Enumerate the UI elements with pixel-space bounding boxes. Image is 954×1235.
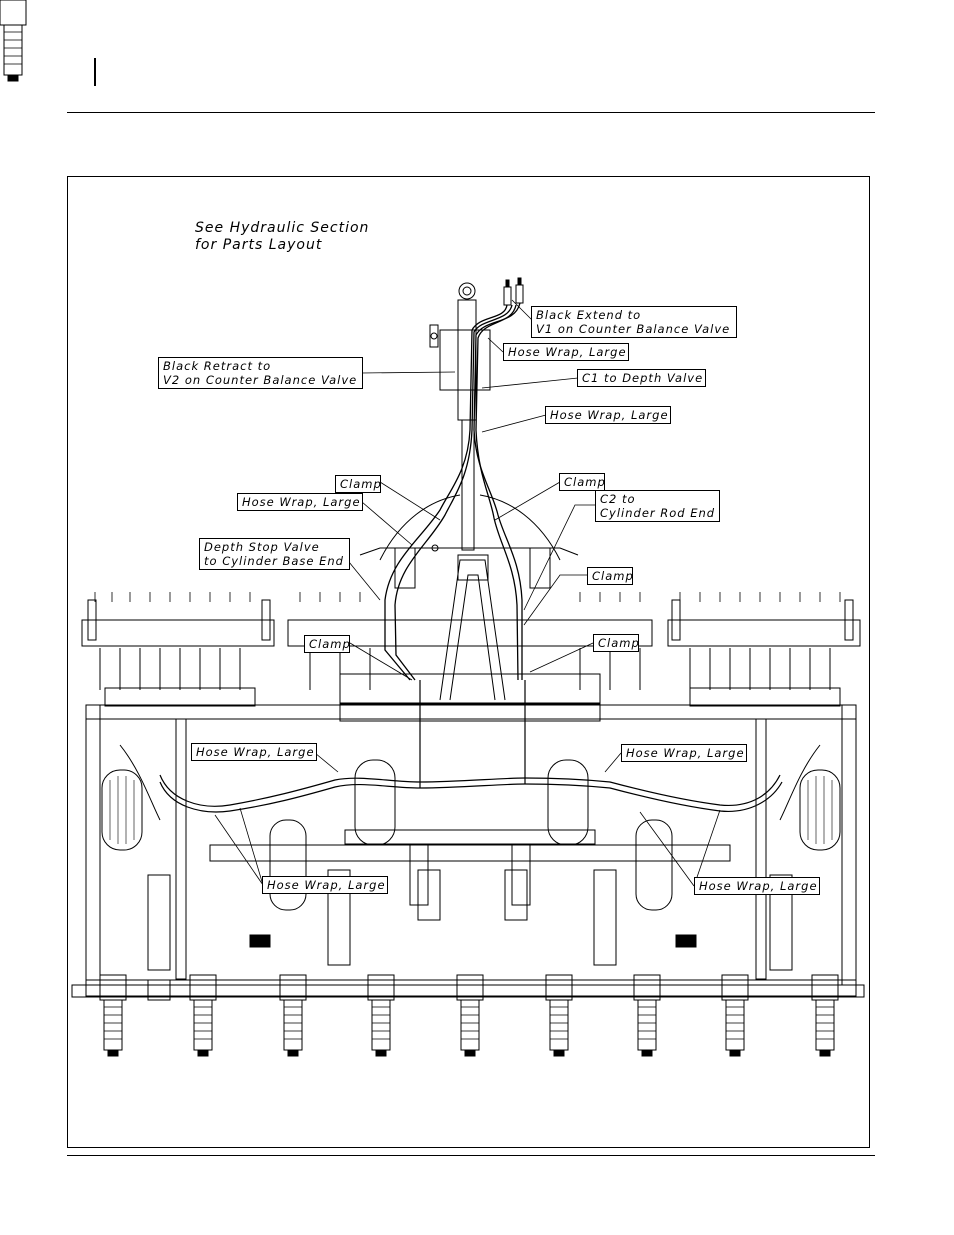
tines-top [94,592,841,602]
mast-arcs [359,494,579,589]
callout-clamp-left-lower: Clamp [304,635,350,653]
hitch-tongue [429,282,491,551]
callout-hose-wrap-bottom-left: Hose Wrap, Large [262,876,388,894]
center-a-frame [439,554,506,701]
callout-hose-wrap-top: Hose Wrap, Large [503,343,629,361]
rear-gang-left [81,599,275,707]
leader-lines [214,299,721,887]
hose-bundle-tongue [384,302,523,681]
callout-c2-cylinder-rod: C2 to Cylinder Rod End [595,490,720,522]
callout-hose-wrap-bottom-right: Hose Wrap, Large [694,877,820,895]
callout-hose-wrap-left: Hose Wrap, Large [191,743,317,761]
parts-layout-note: See Hydraulic Section for Parts Layout [195,220,370,253]
callout-clamp-right-mid: Clamp [587,567,633,585]
hose-bundle-frame [159,680,783,813]
main-frame [85,702,857,986]
cross-beams [85,829,857,997]
shanks [147,869,793,1001]
bottom-shank-row [0,0,865,998]
rear-gang-right [667,599,861,707]
callout-clamp-right-lower: Clamp [593,634,639,652]
callout-clamp-right-upper: Clamp [559,473,605,491]
hydraulic-couplers [503,277,524,306]
footer-rule [67,1155,875,1157]
rear-gang-center [287,619,653,705]
callout-hose-wrap-2: Hose Wrap, Large [545,406,671,424]
callout-clamp-left-upper: Clamp [335,475,381,493]
callout-black-retract: Black Retract to V2 on Counter Balance V… [158,357,363,389]
diagram-frame [67,176,870,1148]
callout-black-extend: Black Extend to V1 on Counter Balance Va… [531,306,737,338]
callout-hose-wrap-3: Hose Wrap, Large [237,493,363,511]
header-rule [67,112,875,114]
header-tick [94,58,96,86]
callout-hose-wrap-right: Hose Wrap, Large [621,744,747,762]
callout-depth-stop-valve: Depth Stop Valve to Cylinder Base End [199,538,350,570]
shank-instances [99,974,839,1057]
callout-c1-depth-valve: C1 to Depth Valve [577,369,706,387]
